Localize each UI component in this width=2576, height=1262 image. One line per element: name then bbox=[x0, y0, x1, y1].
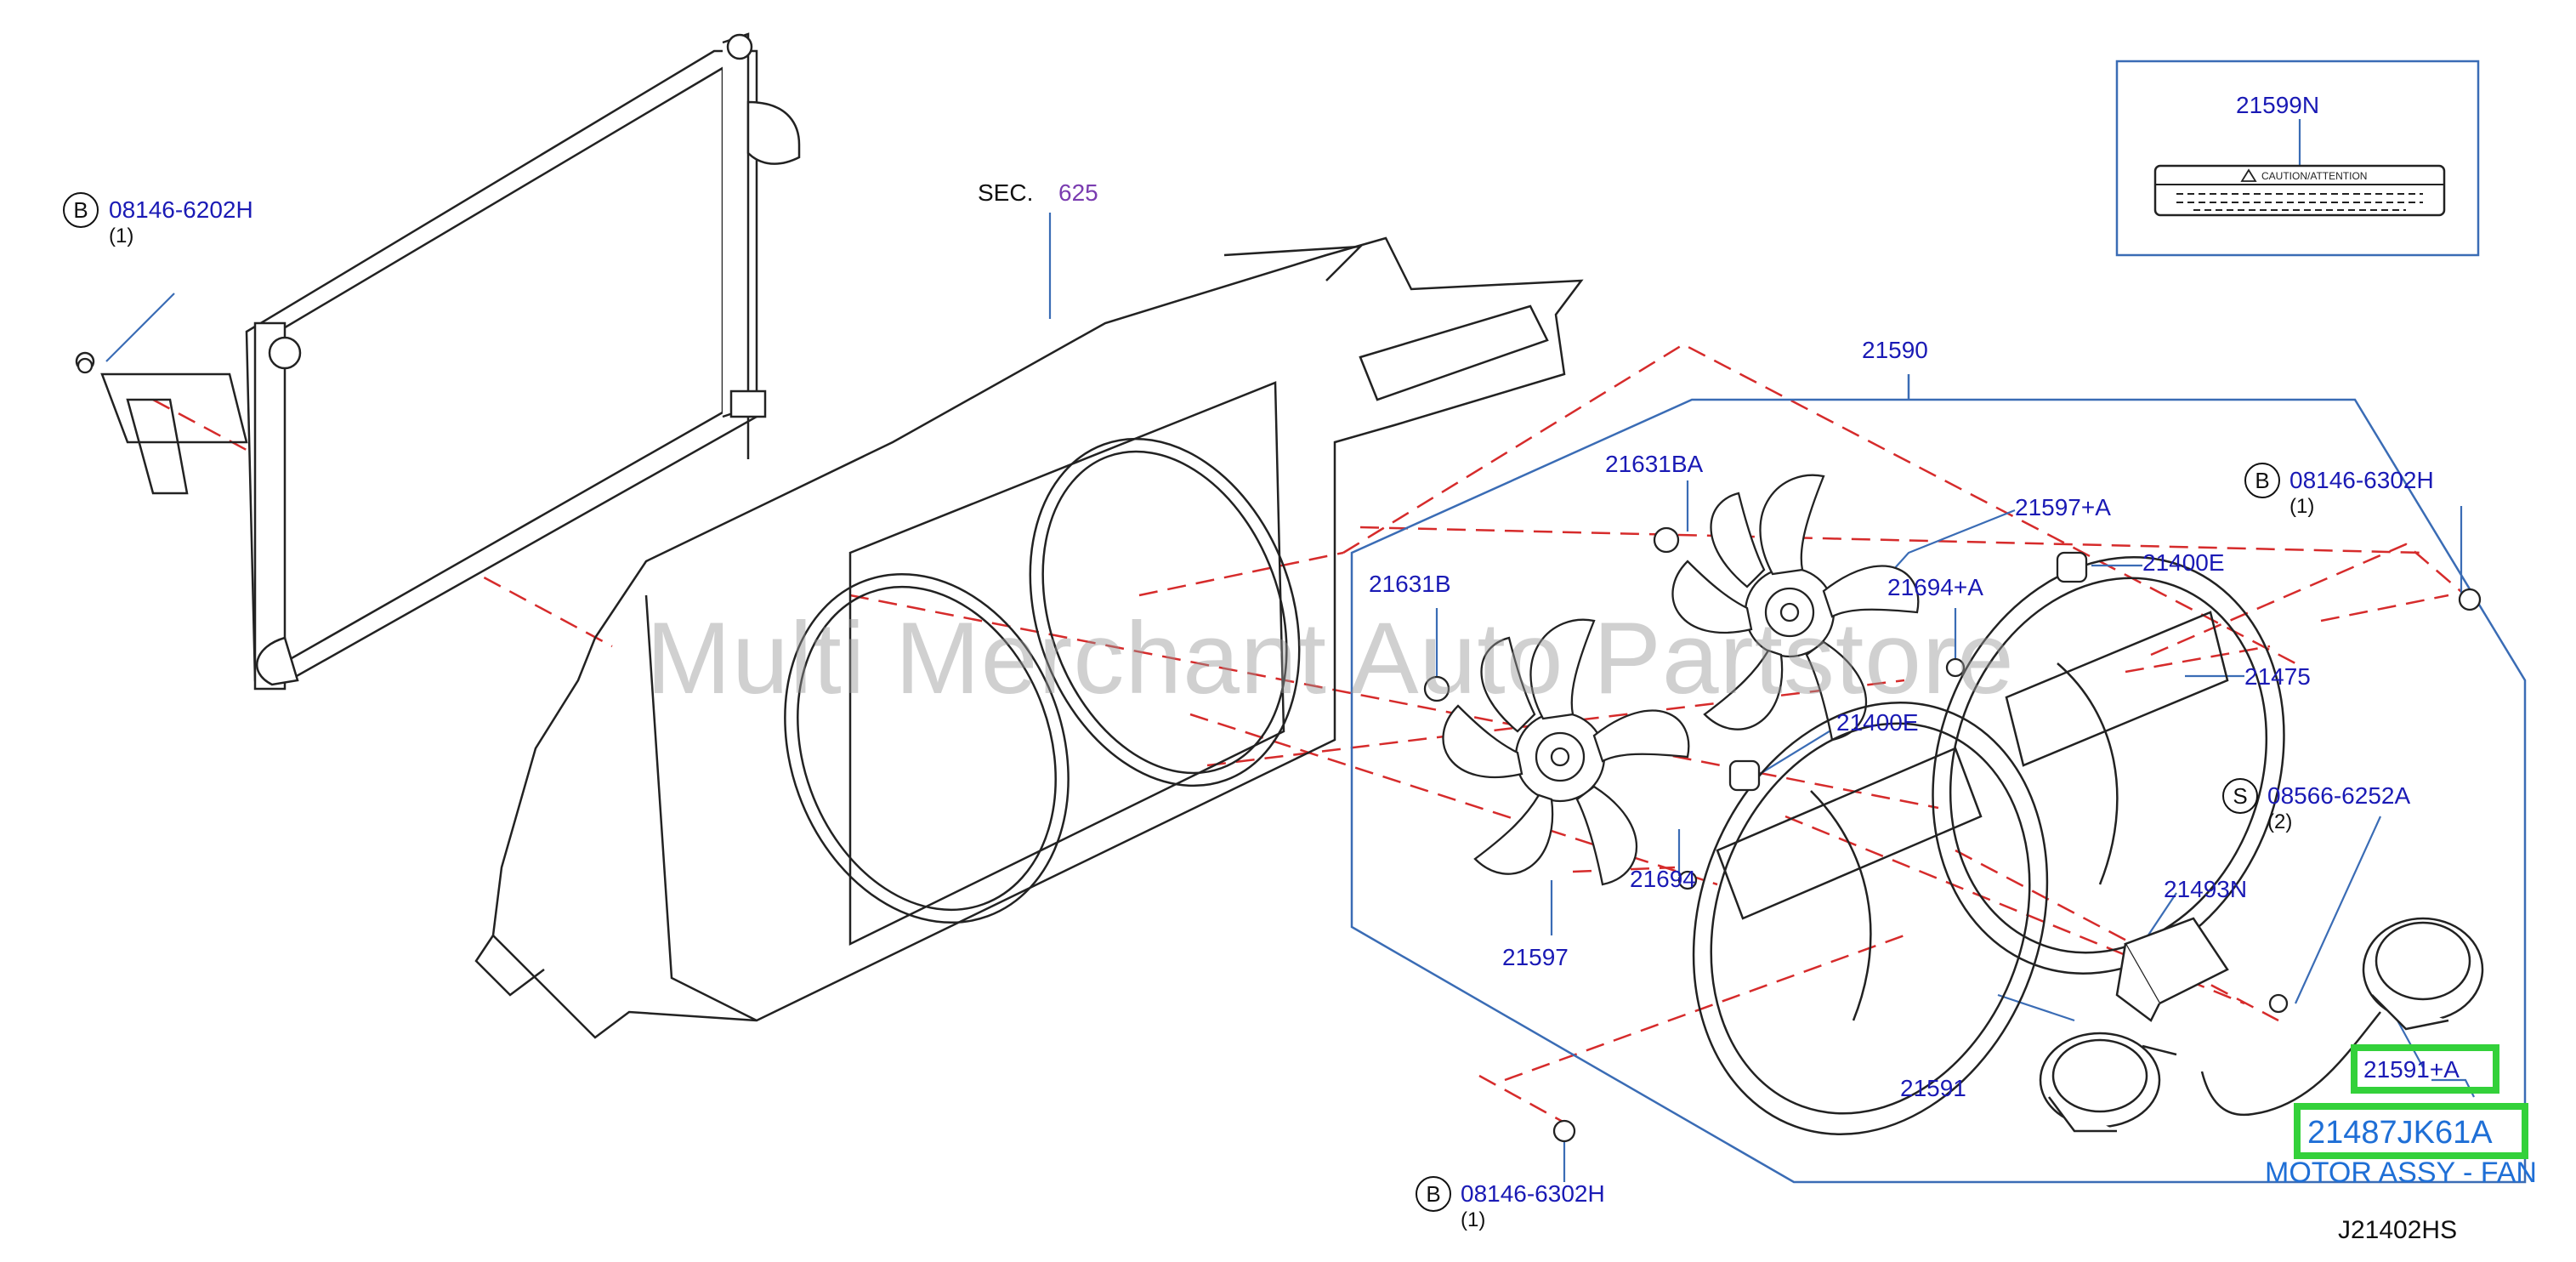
marker-b-right: B bbox=[2244, 463, 2280, 498]
assembly-outline bbox=[1350, 398, 2527, 1184]
part-label-21631BA[interactable]: 21631BA bbox=[1605, 451, 1704, 477]
resistor bbox=[2115, 917, 2229, 1022]
hardware bbox=[77, 357, 2482, 1143]
caution-box-frame bbox=[2115, 60, 2480, 257]
section-prefix: SEC. bbox=[978, 179, 1034, 206]
watermark: Multi Merchant Auto Partstore bbox=[646, 601, 2015, 715]
fan-shroud bbox=[1692, 556, 2285, 1135]
part-label-21400E-top[interactable]: 21400E bbox=[2142, 549, 2225, 576]
qty-top-left: (1) bbox=[109, 225, 134, 247]
part-label-21631B[interactable]: 21631B bbox=[1369, 571, 1451, 597]
part-label-08146-6302H-bottom[interactable]: 08146-6302H bbox=[1461, 1180, 1605, 1207]
section-number[interactable]: 625 bbox=[1058, 179, 1098, 206]
qty-right: (1) bbox=[2289, 495, 2315, 518]
part-label-21487JK61A[interactable]: 21487JK61A bbox=[2307, 1115, 2493, 1151]
caution-label bbox=[2153, 164, 2446, 217]
fan-motors bbox=[2039, 917, 2484, 1133]
part-label-21591[interactable]: 21591 bbox=[1900, 1075, 1966, 1101]
part-label-21400E-mid[interactable]: 21400E bbox=[1836, 709, 1919, 736]
diagram-code: J21402HS bbox=[2338, 1216, 2458, 1244]
marker-s-screw: S bbox=[2222, 778, 2258, 814]
part-label-08146-6302H-right[interactable]: 08146-6302H bbox=[2289, 467, 2434, 493]
part-label-21493N[interactable]: 21493N bbox=[2164, 876, 2248, 902]
qty-bottom: (1) bbox=[1461, 1208, 1486, 1231]
part-label-21597A[interactable]: 21597+A bbox=[2015, 494, 2111, 520]
part-label-08146-6202H[interactable]: 08146-6202H bbox=[109, 196, 253, 223]
caution-text-lines bbox=[2176, 193, 2423, 211]
part-label-21597[interactable]: 21597 bbox=[1502, 944, 1569, 970]
fan-blades bbox=[1442, 474, 1920, 886]
highlight-box-21487JK61A bbox=[2294, 1103, 2528, 1159]
part-label-08566-6252A[interactable]: 08566-6252A bbox=[2267, 782, 2411, 809]
part-description: MOTOR ASSY - FAN bbox=[2265, 1157, 2537, 1189]
qty-screw: (2) bbox=[2267, 810, 2293, 833]
part-label-21591A[interactable]: 21591+A bbox=[2363, 1056, 2460, 1083]
core-support bbox=[474, 236, 1584, 1039]
part-label-21694A[interactable]: 21694+A bbox=[1887, 574, 1983, 600]
part-label-21590[interactable]: 21590 bbox=[1862, 337, 1928, 363]
highlight-box-21591A bbox=[2351, 1044, 2499, 1094]
part-label-21694[interactable]: 21694 bbox=[1630, 866, 1696, 892]
marker-b-top-left: B bbox=[63, 192, 99, 228]
caution-label-text: CAUTION/ATTENTION bbox=[2261, 170, 2368, 182]
part-label-21475[interactable]: 21475 bbox=[2244, 663, 2311, 690]
marker-b-bottom: B bbox=[1416, 1176, 1451, 1212]
part-label-21599N[interactable]: 21599N bbox=[2236, 92, 2320, 118]
warning-icon bbox=[2240, 168, 2257, 182]
label-leaders bbox=[105, 213, 2475, 1182]
radiator bbox=[75, 32, 801, 691]
